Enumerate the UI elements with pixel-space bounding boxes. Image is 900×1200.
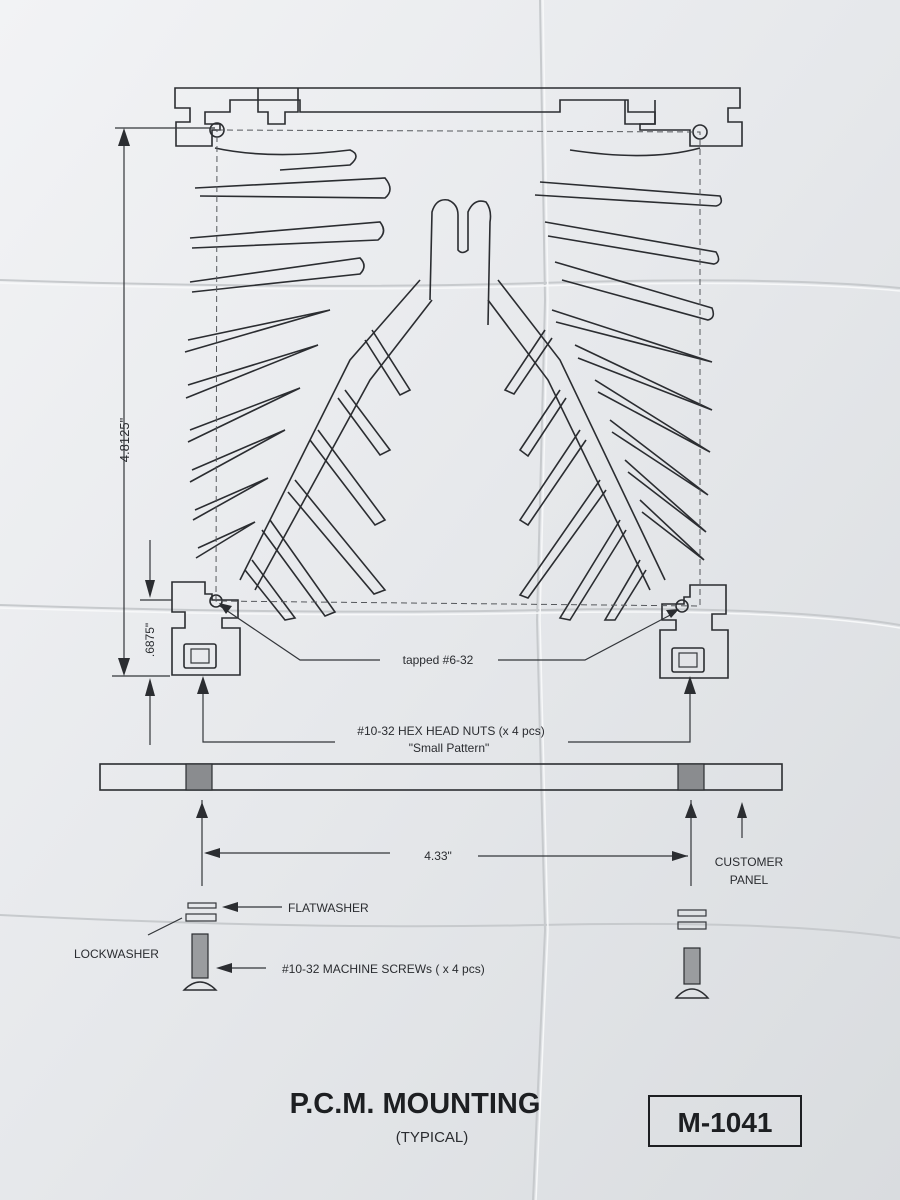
mounting-footprint-outline (215, 129, 701, 607)
lockwasher-label: LOCKWASHER (74, 947, 159, 961)
drawing-subtitle: (TYPICAL) (396, 1129, 469, 1146)
screw-head-right (674, 988, 710, 999)
hex-nut-arrow-left (197, 676, 209, 694)
machine-screw-left (191, 933, 209, 979)
hex-nut-left (183, 643, 217, 669)
hex-nut-arrow-right (684, 676, 696, 694)
panel-hole-right (677, 763, 705, 791)
flatwasher-label: FLATWASHER (288, 901, 369, 915)
right-fins (503, 309, 713, 621)
left-trunk (239, 279, 433, 591)
lockwasher-leader (147, 917, 183, 936)
rail-dimension-label: .6875" (143, 623, 157, 657)
drawing-title: P.C.M. MOUNTING (290, 1088, 541, 1120)
screw-head-left (182, 981, 218, 991)
part-number-box (648, 1095, 802, 1147)
bottom-rail-right (659, 584, 729, 679)
customer-panel-label-line2: PANEL (730, 873, 769, 887)
hex-nut-left-inner (190, 648, 210, 664)
tapped-callout-leaders (219, 605, 677, 661)
hex-nuts-label: #10-32 HEX HEAD NUTS (x 4 pcs) (357, 724, 544, 738)
customer-panel-label-line1: CUSTOMER (715, 855, 784, 869)
lockwasher-left (185, 913, 217, 922)
machine-screws-arrow (216, 963, 232, 973)
flatwasher-left (187, 902, 217, 909)
hex-nut-right-inner (678, 652, 698, 668)
center-tongue (429, 198, 492, 326)
spacing-dimension-label: 4.33" (424, 849, 452, 863)
tapped-label: tapped #6-32 (403, 653, 474, 667)
top-center-slot (257, 88, 299, 125)
customer-panel (99, 763, 783, 791)
right-trunk (487, 279, 666, 591)
left-fins (184, 309, 412, 621)
top-fins (189, 147, 723, 321)
machine-screw-right (683, 947, 701, 985)
height-dimension-label: 4.8125" (117, 417, 132, 462)
dimension-lines (112, 127, 215, 745)
hex-nut-leaders (202, 680, 691, 743)
heatsink-profile (171, 87, 743, 679)
customer-panel-arrow (737, 802, 747, 818)
hardware-right (674, 909, 710, 999)
part-number: M-1041 (678, 1107, 773, 1138)
top-rail (174, 87, 743, 147)
hardware-left (182, 902, 218, 991)
tapped-arrow-right (666, 609, 679, 618)
flatwasher-arrow (222, 902, 238, 912)
hex-nuts-pattern-label: "Small Pattern" (409, 741, 490, 755)
top-right-slot (624, 100, 656, 125)
spacing-dimension (196, 800, 697, 886)
hex-nut-right (671, 647, 705, 673)
tapped-arrow-left (219, 603, 232, 614)
lockwasher-right (677, 921, 707, 930)
flatwasher-right (677, 909, 707, 917)
panel-hole-left (185, 763, 213, 791)
bottom-rail-left (171, 581, 241, 676)
machine-screws-label: #10-32 MACHINE SCREWs ( x 4 pcs) (282, 962, 485, 976)
